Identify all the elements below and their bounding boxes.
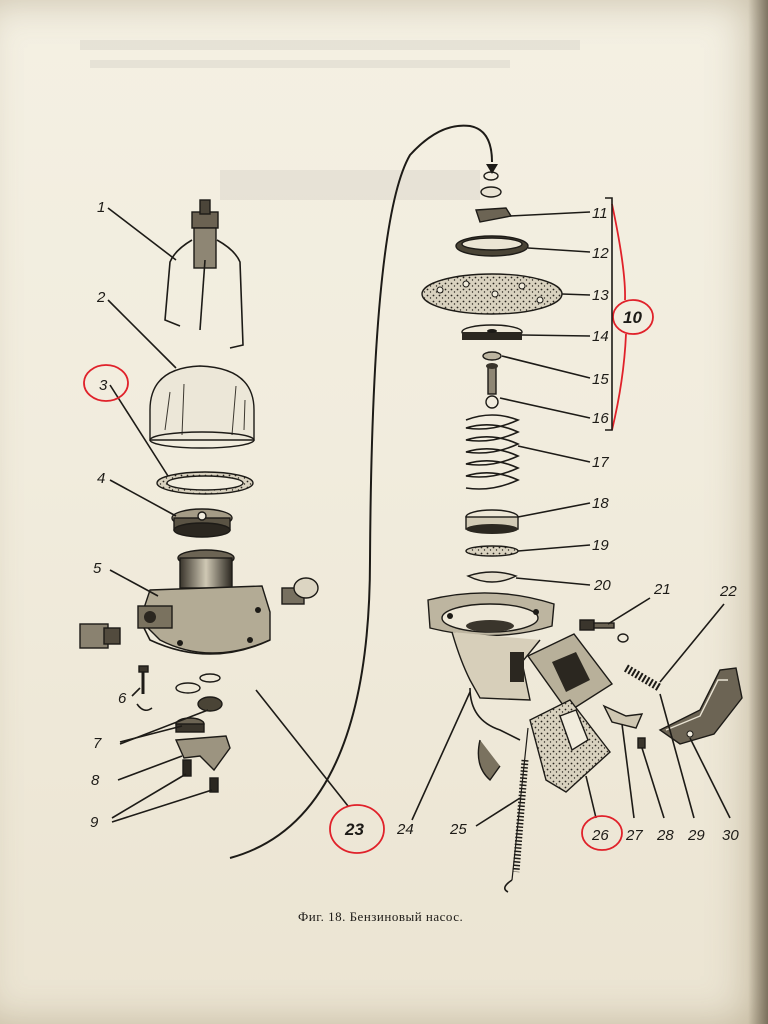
page-edge-shadow xyxy=(748,0,768,1024)
part-20-washer xyxy=(466,571,518,583)
part-21-bolt xyxy=(579,619,629,643)
part-6-screw xyxy=(136,665,153,712)
part-15-washer xyxy=(482,351,502,361)
part-9-screws xyxy=(182,759,219,793)
label-12: 12 xyxy=(592,245,609,262)
part-17-spring xyxy=(465,414,521,490)
bracket-10-red xyxy=(611,203,627,431)
part-11-nuts xyxy=(475,171,513,223)
part-30-lever xyxy=(658,667,743,745)
label-6: 6 xyxy=(118,690,127,707)
label-29: 29 xyxy=(687,827,705,844)
part-4-filter xyxy=(171,508,233,538)
part-26-flange xyxy=(526,633,614,793)
part-19-seal xyxy=(465,545,519,557)
label-30: 30 xyxy=(722,827,739,844)
label-3: 3 xyxy=(99,377,108,394)
label-13: 13 xyxy=(592,287,609,304)
circle-10 xyxy=(612,299,654,335)
label-19: 19 xyxy=(592,537,609,554)
label-18: 18 xyxy=(592,495,609,512)
label-14: 14 xyxy=(592,328,609,345)
label-1: 1 xyxy=(97,199,105,216)
label-15: 15 xyxy=(592,371,609,388)
label-21: 21 xyxy=(653,581,671,598)
label-7: 7 xyxy=(93,735,102,752)
part-13-diaphragm xyxy=(421,273,563,315)
label-11: 11 xyxy=(592,205,608,222)
part-7-nut xyxy=(175,717,205,733)
small-gaskets xyxy=(175,673,223,712)
part-5-pump-head xyxy=(137,549,271,655)
figure-caption: Фиг. 18. Бензиновый насос. xyxy=(298,909,463,924)
part-labels: 1 2 3 4 5 6 7 8 9 10 11 12 13 14 15 16 1… xyxy=(90,199,739,844)
inlet-fitting xyxy=(79,623,121,649)
label-24: 24 xyxy=(396,821,414,838)
circle-23 xyxy=(329,804,385,854)
label-28: 28 xyxy=(656,827,674,844)
circle-26 xyxy=(581,815,623,851)
part-3-gasket xyxy=(156,471,254,495)
part-16-rod xyxy=(485,363,499,409)
label-4: 4 xyxy=(97,470,105,487)
label-26: 26 xyxy=(591,827,609,844)
part-18-cup xyxy=(465,509,519,534)
assembly-arrow-path xyxy=(229,124,493,859)
bleed-through xyxy=(80,40,580,200)
label-5: 5 xyxy=(93,560,102,577)
circle-3 xyxy=(83,364,129,402)
part-8-bracket xyxy=(174,735,231,772)
leader-lines xyxy=(107,207,731,827)
label-16: 16 xyxy=(592,410,609,427)
label-25: 25 xyxy=(449,821,467,838)
label-10: 10 xyxy=(623,308,642,327)
part-2-glass-bowl xyxy=(149,365,255,449)
part-28-pin xyxy=(637,737,646,749)
outlet-fitting xyxy=(281,577,319,605)
label-20: 20 xyxy=(593,577,611,594)
label-23: 23 xyxy=(344,820,364,839)
part-25-long-spring xyxy=(504,727,529,893)
red-annotations xyxy=(83,203,654,854)
label-8: 8 xyxy=(91,772,100,789)
label-22: 22 xyxy=(719,583,737,600)
label-17: 17 xyxy=(592,454,609,471)
part-22-spring xyxy=(623,664,663,692)
part-24-pump-body xyxy=(427,592,555,782)
part-27-plate xyxy=(602,704,644,729)
assembly-arrow-head xyxy=(486,164,498,174)
bracket-10 xyxy=(605,197,613,431)
label-2: 2 xyxy=(96,289,106,306)
part-1-clamp xyxy=(164,199,244,349)
part-12-cup-plate xyxy=(455,235,529,257)
label-9: 9 xyxy=(90,814,99,831)
part-14-cup xyxy=(461,324,523,340)
label-27: 27 xyxy=(625,827,643,844)
